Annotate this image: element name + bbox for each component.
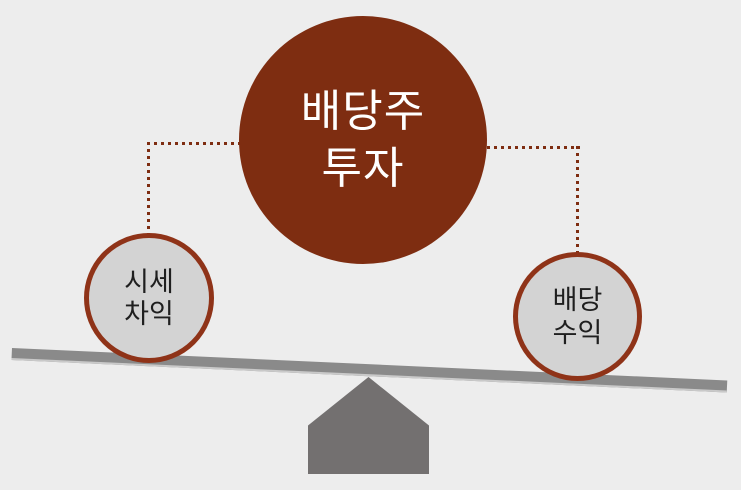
main-topic-circle: 배당주 투자 bbox=[239, 16, 487, 264]
main-topic-label: 배당주 투자 bbox=[300, 86, 426, 193]
left-factor-circle: 시세 차익 bbox=[84, 233, 214, 363]
connector-right-horizontal bbox=[487, 146, 580, 149]
left-factor-label: 시세 차익 bbox=[124, 266, 174, 329]
connector-left-vertical bbox=[147, 142, 150, 235]
fulcrum-pentagon bbox=[308, 377, 429, 474]
connector-right-vertical bbox=[576, 146, 579, 254]
right-factor-circle: 배당 수익 bbox=[513, 252, 642, 381]
connector-left-horizontal bbox=[147, 142, 242, 145]
right-factor-label: 배당 수익 bbox=[552, 285, 603, 348]
